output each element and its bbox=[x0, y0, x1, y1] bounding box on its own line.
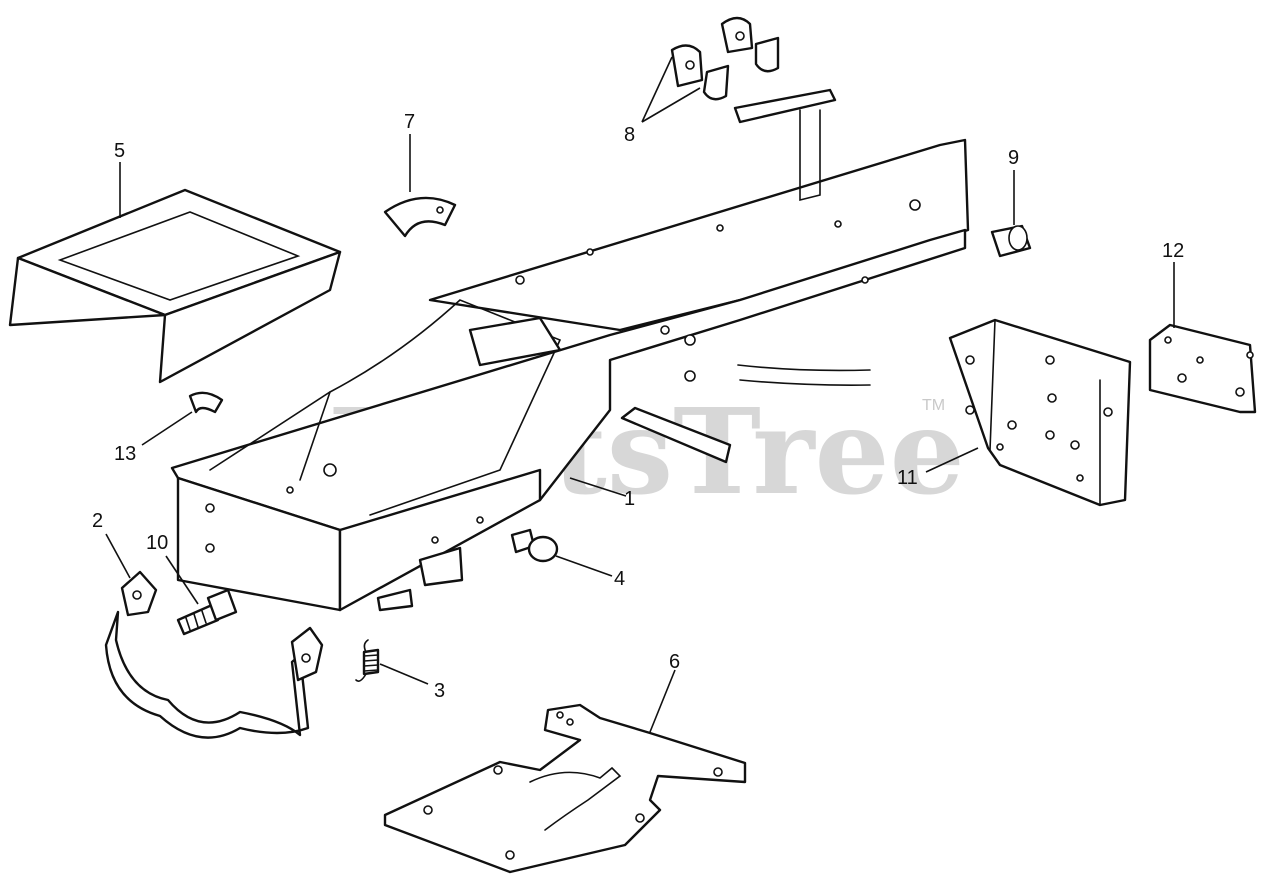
part-floor-plate[interactable] bbox=[383, 703, 747, 874]
callout-11[interactable]: 11 bbox=[897, 467, 918, 489]
leader-lines bbox=[105, 56, 1175, 733]
watermark-trademark: TM bbox=[922, 397, 945, 414]
part-mounting-plate[interactable] bbox=[948, 318, 1132, 507]
callout-6[interactable]: 6 bbox=[669, 651, 680, 673]
part-pin[interactable] bbox=[510, 528, 559, 563]
callout-12[interactable]: 12 bbox=[1162, 240, 1184, 262]
callout-9[interactable]: 9 bbox=[1008, 147, 1019, 169]
callout-13[interactable]: 13 bbox=[114, 443, 136, 465]
callout-4[interactable]: 4 bbox=[614, 568, 625, 590]
callout-1[interactable]: 1 bbox=[624, 488, 635, 510]
callout-7[interactable]: 7 bbox=[404, 111, 415, 133]
part-bracket-rod[interactable] bbox=[104, 570, 324, 739]
callout-8[interactable]: 8 bbox=[624, 124, 635, 146]
part-brackets[interactable] bbox=[670, 16, 780, 101]
part-spring[interactable] bbox=[355, 639, 380, 682]
callout-5[interactable]: 5 bbox=[114, 140, 125, 162]
part-clip[interactable] bbox=[383, 196, 457, 238]
part-main-frame[interactable] bbox=[170, 88, 970, 612]
part-bracket-plate[interactable] bbox=[1148, 323, 1257, 414]
part-seat-pan[interactable] bbox=[8, 188, 342, 384]
part-bushing[interactable] bbox=[990, 224, 1032, 258]
callout-3[interactable]: 3 bbox=[434, 680, 445, 702]
part-bolt[interactable] bbox=[176, 588, 238, 636]
callout-2[interactable]: 2 bbox=[92, 510, 103, 532]
part-clamp[interactable] bbox=[188, 391, 224, 414]
callout-10[interactable]: 10 bbox=[146, 532, 168, 554]
